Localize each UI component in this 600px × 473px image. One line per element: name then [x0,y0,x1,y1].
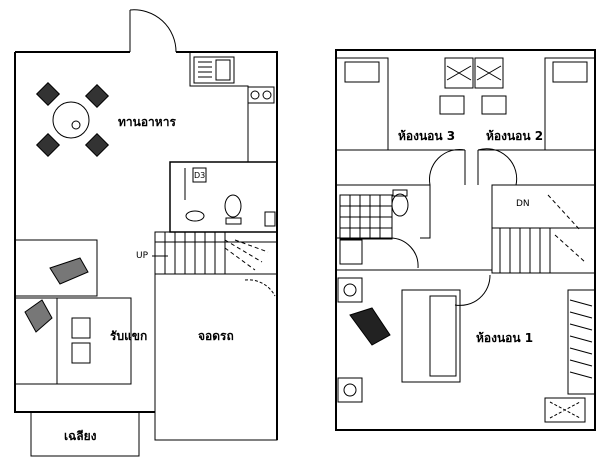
porch-area [30,411,140,457]
balcony-planter [544,397,586,423]
upper-stair [491,184,596,274]
bedroom-1-bed [337,277,461,403]
bedroom-2-bed [544,57,596,151]
upper-floor-outer-wall [335,49,596,431]
living-room-label: รับแขก [110,329,147,343]
bedroom-1-label: ห้องนอน 1 [476,331,533,345]
ground-bathroom [169,161,278,233]
garage-door-swing [244,279,276,297]
parking-area [154,273,278,441]
parking-label: จอดรถ [198,329,234,343]
dining-table [35,81,110,158]
porch-label: เฉลียง [64,429,97,443]
wardrobe-center [439,57,507,115]
upper-floor [335,49,596,431]
ground-floor-outer-wall [14,51,278,440]
ground-floor [14,9,278,457]
bedroom-1-wardrobe [567,289,596,395]
bedroom-2-label: ห้องนอน 2 [486,129,543,143]
kitchen-counter [189,52,277,163]
ground-stair [152,231,278,275]
cooktop-icon [247,86,275,104]
bedroom-3-label: ห้องนอน 3 [398,129,455,143]
bedroom-3-bed [335,57,389,151]
entry-door [129,9,177,53]
stair-down-label: DN [516,199,530,209]
living-sofa [14,239,132,385]
dining-room-label: ทานอาหาร [118,115,176,129]
upper-bathroom [336,184,431,269]
drawer-tag: D3 [194,171,205,180]
stair-up-label: UP [136,251,149,261]
